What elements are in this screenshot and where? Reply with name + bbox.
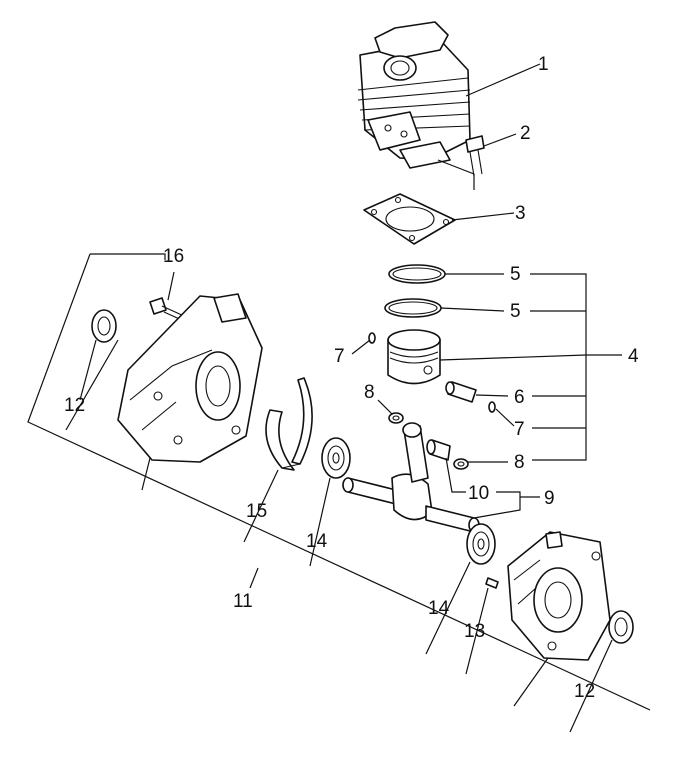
bracket-part: [265, 377, 313, 471]
crankcase-left-part: [117, 293, 263, 463]
callout-14-left: 14: [306, 531, 328, 552]
main-bearing-left-part: [321, 437, 351, 479]
callout-14-right: 14: [428, 598, 450, 619]
callout-8-left: 8: [364, 382, 375, 403]
callout-15: 15: [246, 501, 267, 522]
callout-4: 4: [628, 346, 639, 367]
piston-part: [387, 329, 441, 385]
callout-16: 16: [163, 246, 184, 267]
piston-ring-lower-part: [384, 298, 442, 318]
callout-1: 1: [538, 54, 549, 75]
leader-lines: [27, 63, 651, 733]
piston-ring-upper-part: [388, 264, 446, 284]
callout-3: 3: [515, 203, 526, 224]
callout-12-right: 12: [574, 681, 595, 702]
callout-5-lower: 5: [510, 301, 521, 322]
cylinder-part: [357, 21, 471, 169]
callout-11: 11: [233, 591, 253, 612]
circlip-left-part: [368, 332, 376, 344]
cylinder-gasket-part: [363, 193, 456, 245]
dowel-pin-part: [485, 577, 499, 589]
callout-9: 9: [544, 488, 555, 509]
crankcase-right-part: [507, 531, 611, 661]
callout-8-right: 8: [514, 452, 525, 473]
circlip-right-part: [488, 401, 496, 413]
washer-left-part: [388, 412, 404, 424]
callout-6: 6: [514, 387, 525, 408]
callout-13: 13: [464, 621, 485, 642]
oil-seal-left-part: [91, 309, 117, 343]
cylinder-bolt-part: [465, 135, 485, 177]
needle-bearing-part: [426, 439, 451, 461]
piston-pin-part: [445, 381, 477, 403]
callout-5-upper: 5: [510, 264, 521, 285]
callout-10: 10: [468, 483, 489, 504]
washer-right-part: [453, 458, 469, 470]
callout-labels: 1 2 3 5 5 4 7 6 7 8 8 10 9 16 12 15 14 1…: [64, 54, 639, 702]
crankshaft-part: [342, 422, 480, 533]
callout-7-left: 7: [334, 346, 345, 367]
main-bearing-right-part: [466, 523, 496, 565]
callout-7-right: 7: [514, 419, 525, 440]
callout-2: 2: [520, 123, 531, 144]
oil-seal-right-part: [608, 610, 634, 644]
callout-12-left: 12: [64, 395, 85, 416]
